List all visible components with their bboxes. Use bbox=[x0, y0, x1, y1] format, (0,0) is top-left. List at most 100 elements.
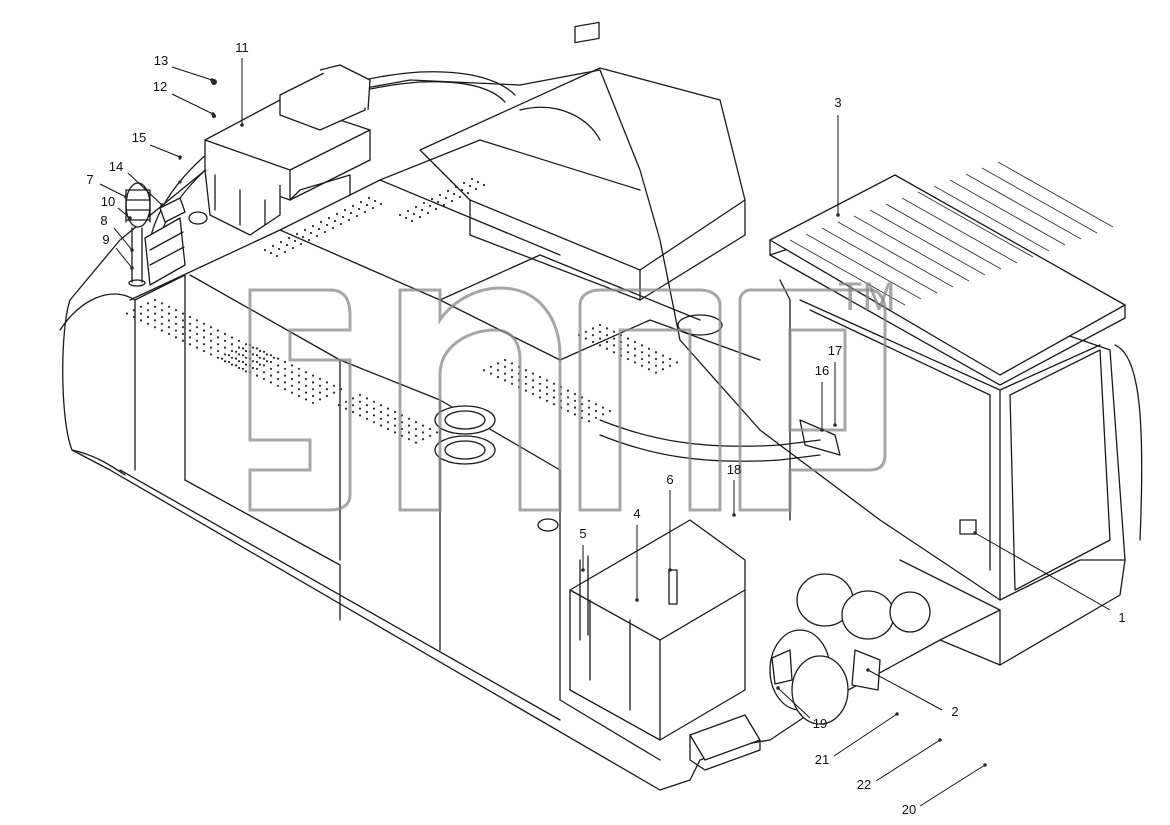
perforation-dot bbox=[341, 215, 345, 219]
perforation-dot bbox=[188, 322, 192, 325]
perforation-dot bbox=[668, 364, 672, 367]
perforation-dot bbox=[503, 379, 507, 382]
callout-11: 11 bbox=[235, 40, 249, 55]
perforation-dot bbox=[355, 214, 359, 218]
perforation-dot bbox=[351, 410, 355, 414]
perforation-dot bbox=[496, 375, 500, 379]
perforation-dot bbox=[332, 391, 336, 394]
perforation-dot bbox=[414, 427, 418, 431]
perforation-dot bbox=[420, 208, 424, 212]
perforation-dot bbox=[647, 354, 651, 357]
perforation-dot bbox=[244, 363, 248, 366]
perforation-dot bbox=[365, 417, 369, 420]
leader-line-10 bbox=[117, 207, 131, 219]
perforation-dot bbox=[393, 424, 397, 427]
perforation-dot bbox=[277, 247, 281, 251]
perforation-dot bbox=[386, 427, 390, 431]
perforation-dot bbox=[349, 211, 353, 215]
perforation-dot bbox=[255, 347, 259, 350]
perforation-dot bbox=[668, 357, 672, 361]
perforation-dot bbox=[283, 250, 287, 254]
perforation-dot bbox=[373, 199, 377, 203]
perforation-dot bbox=[434, 207, 438, 211]
perforation-dot bbox=[230, 349, 234, 353]
leader-line-13 bbox=[171, 66, 213, 81]
perforation-dot bbox=[633, 347, 637, 350]
guard-bar bbox=[837, 221, 954, 288]
perforation-dot bbox=[531, 392, 535, 396]
callout-5: 5 bbox=[579, 526, 586, 541]
perforation-dot bbox=[482, 183, 486, 187]
guard-bar bbox=[933, 185, 1050, 252]
perforation-dot bbox=[132, 309, 136, 312]
perforation-dot bbox=[265, 360, 269, 363]
perforation-dot bbox=[344, 400, 348, 403]
perforation-dot bbox=[422, 201, 426, 205]
perforation-dot bbox=[654, 357, 658, 361]
leader-line-20 bbox=[919, 764, 986, 807]
perforation-dot bbox=[372, 421, 376, 424]
callout-1: 1 bbox=[1118, 610, 1125, 625]
perforation-dot bbox=[372, 414, 376, 417]
perforation-dot bbox=[223, 332, 227, 336]
perforation-dot bbox=[234, 350, 238, 353]
perforation-dot bbox=[510, 382, 514, 385]
perforation-dot bbox=[262, 371, 266, 374]
perforation-dot bbox=[626, 357, 630, 361]
perforation-dot bbox=[442, 203, 446, 207]
perforation-dot bbox=[372, 400, 376, 403]
perforation-dot bbox=[393, 431, 397, 434]
perforation-dot bbox=[598, 344, 602, 347]
perforation-dot bbox=[181, 332, 185, 336]
perforation-dot bbox=[276, 357, 280, 360]
guard-bar bbox=[789, 239, 906, 306]
perforation-dot bbox=[132, 315, 136, 319]
perforation-dot bbox=[283, 388, 287, 391]
perforation-dot bbox=[269, 367, 273, 370]
perforation-dot bbox=[524, 369, 528, 372]
perforation-dot bbox=[181, 339, 185, 342]
perforation-dot bbox=[591, 334, 595, 337]
guard-bar bbox=[997, 161, 1114, 228]
leader-point-18 bbox=[732, 513, 736, 517]
perforation-dot bbox=[139, 319, 143, 322]
perforation-dot bbox=[612, 351, 616, 354]
perforation-dot bbox=[227, 360, 231, 364]
perforation-dot bbox=[584, 330, 588, 333]
perforation-dot bbox=[358, 414, 362, 417]
perforation-dot bbox=[524, 389, 528, 392]
perforation-dot bbox=[227, 354, 231, 357]
perforation-dot bbox=[538, 396, 542, 399]
perforation-dot bbox=[167, 319, 171, 322]
perforation-dot bbox=[290, 364, 294, 367]
perforation-dot bbox=[598, 330, 602, 333]
perforation-dot bbox=[323, 230, 327, 234]
perforation-dot bbox=[290, 384, 294, 387]
perforation-dot bbox=[454, 185, 458, 189]
leader-line-22 bbox=[875, 739, 941, 782]
callout-20: 20 bbox=[902, 802, 916, 817]
perforation-dot bbox=[276, 384, 280, 387]
perforation-dot bbox=[223, 360, 227, 363]
perforation-dot bbox=[167, 332, 171, 336]
perforation-dot bbox=[262, 377, 266, 381]
perforation-dot bbox=[202, 343, 206, 346]
perforation-dot bbox=[601, 406, 605, 409]
perforation-dot bbox=[372, 407, 376, 410]
perforation-dot bbox=[272, 356, 276, 359]
perforation-dot bbox=[315, 234, 319, 238]
perforation-dot bbox=[365, 404, 369, 407]
perforation-dot bbox=[318, 398, 322, 401]
central-components bbox=[434, 314, 931, 771]
perforation-dot bbox=[503, 358, 507, 362]
perforation-dot bbox=[230, 343, 234, 346]
perforation-dot bbox=[450, 199, 454, 203]
perforation-dot bbox=[153, 298, 157, 302]
perforation-dot bbox=[153, 305, 157, 308]
perforation-dot bbox=[379, 404, 383, 407]
perforation-dot bbox=[318, 377, 322, 381]
perforation-dot bbox=[633, 340, 637, 344]
perforation-dot bbox=[295, 232, 299, 236]
perforation-dot bbox=[410, 219, 414, 223]
